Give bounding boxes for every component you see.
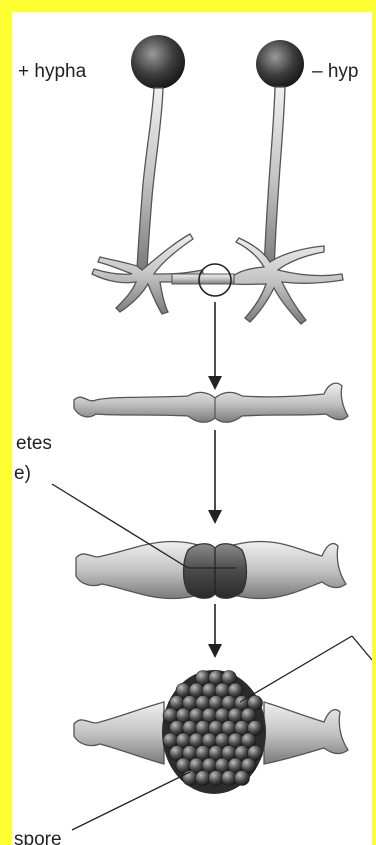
plus-sporangium bbox=[131, 35, 185, 89]
zygospore-callout-lower bbox=[72, 772, 190, 830]
minus-rhizoids bbox=[230, 238, 343, 324]
arrow-2 bbox=[208, 430, 222, 524]
label-gametes-paren: e) bbox=[14, 464, 31, 483]
stage4-suspensor-right bbox=[264, 702, 348, 764]
stage2-hyphae bbox=[74, 383, 348, 422]
plus-sporangiophore bbox=[137, 88, 163, 270]
joined-hyphae-bridge bbox=[172, 274, 234, 284]
plus-hypha-figure bbox=[92, 35, 204, 314]
arrow-3 bbox=[208, 604, 222, 658]
minus-sporangiophore bbox=[264, 87, 285, 270]
minus-hypha-figure bbox=[230, 40, 343, 324]
zygospore-callout-upper-tail bbox=[352, 636, 372, 660]
label-plus-hypha: + hypha bbox=[18, 62, 86, 81]
stage4-suspensors bbox=[74, 702, 164, 764]
label-gametes: etes bbox=[16, 434, 52, 453]
label-minus-hypha: – hyp bbox=[312, 62, 358, 81]
zygospore-callout-upper bbox=[240, 636, 352, 702]
zygospore-formation-diagram bbox=[12, 12, 372, 845]
arrow-1 bbox=[208, 302, 222, 390]
minus-sporangium bbox=[256, 40, 304, 88]
diagram-page: + hypha – hyp etes e) spore bbox=[12, 12, 372, 845]
label-spore: spore bbox=[14, 830, 62, 845]
zygospore-bead bbox=[235, 771, 250, 786]
